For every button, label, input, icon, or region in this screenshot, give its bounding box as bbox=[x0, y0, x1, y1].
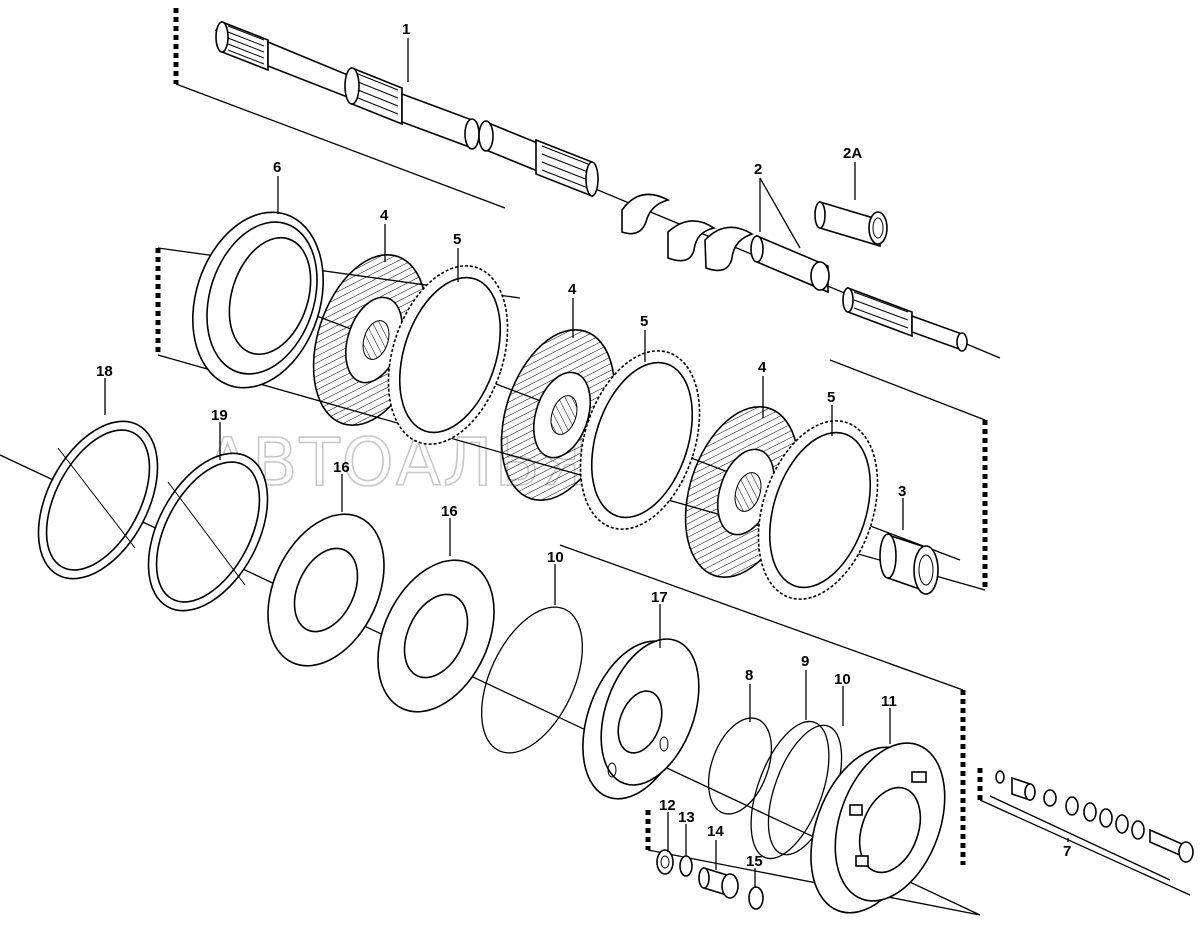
ring-13 bbox=[679, 855, 693, 877]
leader-lines bbox=[104, 38, 1069, 888]
housing bbox=[810, 742, 946, 914]
callout-18: 18 bbox=[96, 363, 113, 380]
callout-8: 8 bbox=[745, 667, 753, 684]
callout-5-b: 5 bbox=[640, 313, 648, 330]
callout-14: 14 bbox=[707, 823, 724, 840]
group-frame-top bbox=[173, 8, 506, 209]
belleville-washer-1 bbox=[267, 513, 385, 667]
bleed-screw-kit bbox=[989, 770, 1194, 881]
piston bbox=[582, 638, 700, 800]
callout-15: 15 bbox=[746, 853, 763, 870]
callout-17: 17 bbox=[651, 589, 668, 606]
callout-13: 13 bbox=[678, 809, 695, 826]
callout-4-a: 4 bbox=[380, 207, 389, 224]
callout-7: 7 bbox=[1063, 843, 1071, 860]
callout-labels: 1 2 2A 3 4 4 4 5 5 5 6 7 8 9 10 10 11 12… bbox=[96, 21, 1071, 870]
needle-bearing bbox=[879, 533, 939, 595]
callout-2: 2 bbox=[754, 161, 762, 178]
sleeve-2a bbox=[814, 200, 888, 248]
callout-19: 19 bbox=[211, 407, 228, 424]
callout-9: 9 bbox=[801, 653, 809, 670]
o-ring-10-large bbox=[480, 606, 584, 754]
valve-14 bbox=[698, 866, 739, 899]
splined-stub bbox=[842, 286, 968, 352]
callout-10-a: 10 bbox=[547, 549, 564, 566]
callout-6: 6 bbox=[273, 159, 281, 176]
callout-2a: 2A bbox=[843, 145, 862, 162]
callout-3: 3 bbox=[898, 483, 906, 500]
split-ring-18 bbox=[37, 420, 159, 580]
callout-4-b: 4 bbox=[568, 281, 577, 298]
group-frame-kit-7 bbox=[977, 768, 1191, 896]
steel-disc-1 bbox=[387, 265, 509, 445]
main-shaft bbox=[215, 20, 599, 198]
callout-16-b: 16 bbox=[441, 503, 458, 520]
segmented-hub bbox=[621, 193, 830, 294]
callout-12: 12 bbox=[659, 797, 676, 814]
washer-12 bbox=[656, 849, 674, 875]
steel-disc-2 bbox=[579, 350, 701, 530]
split-ring-19 bbox=[147, 452, 269, 612]
ring-15 bbox=[748, 886, 764, 910]
belleville-washer-2 bbox=[377, 559, 495, 713]
seal-8 bbox=[707, 717, 773, 815]
callout-4-c: 4 bbox=[758, 359, 767, 376]
callout-5-c: 5 bbox=[827, 389, 835, 406]
callout-5-a: 5 bbox=[453, 231, 461, 248]
callout-1: 1 bbox=[402, 21, 410, 38]
steel-disc-3 bbox=[757, 420, 879, 600]
pressure-plate bbox=[192, 211, 324, 389]
callout-16-a: 16 bbox=[333, 459, 350, 476]
callout-11: 11 bbox=[881, 693, 897, 710]
callout-10-b: 10 bbox=[834, 671, 851, 688]
seal-9 bbox=[750, 720, 830, 860]
